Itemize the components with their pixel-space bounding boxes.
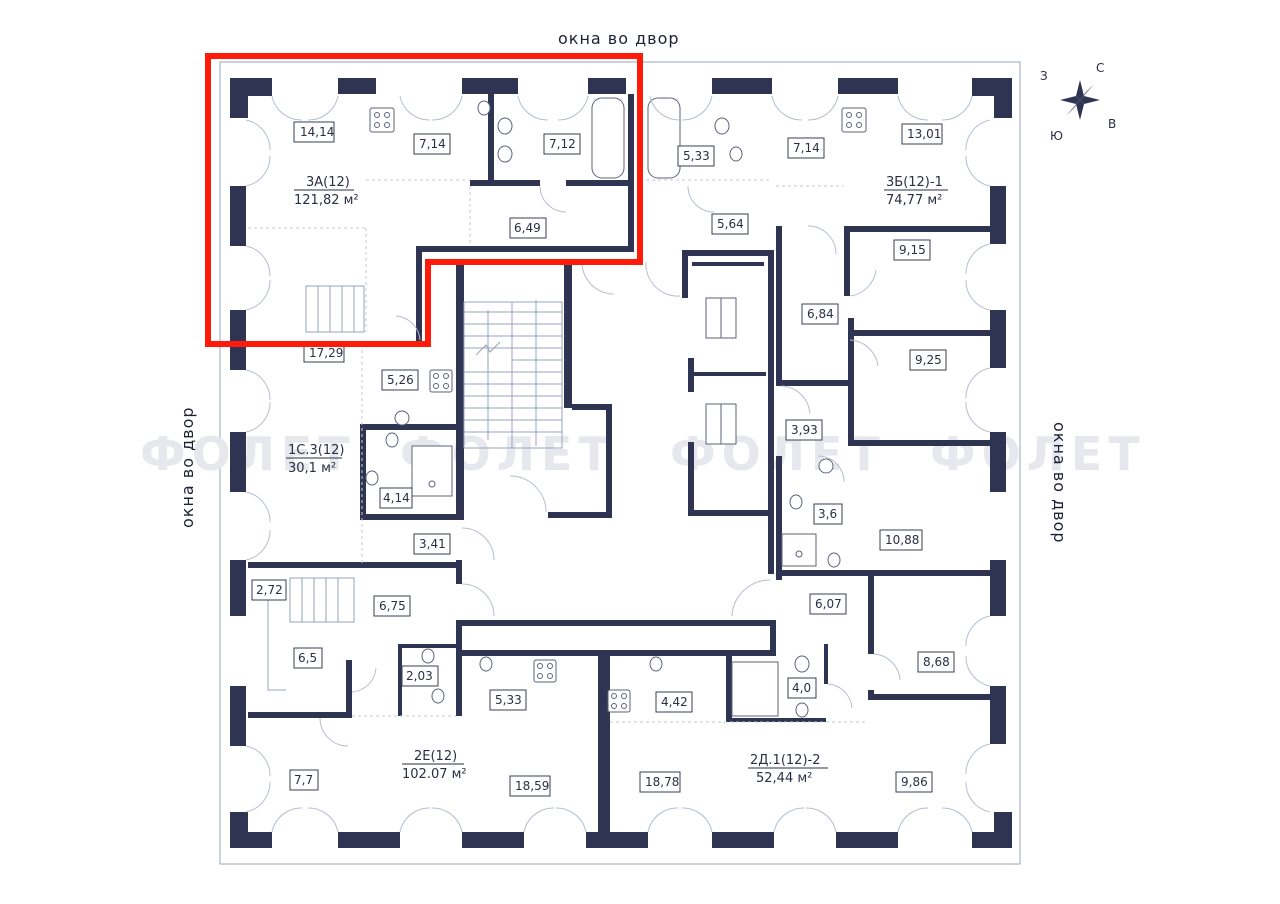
unit-area-2d1: 52,44 м² bbox=[756, 771, 812, 786]
door-arcs bbox=[245, 95, 991, 833]
unit-code-3a: 3А(12) bbox=[306, 175, 350, 190]
compass-north: С bbox=[1096, 61, 1104, 75]
room-area: 4,42 bbox=[661, 695, 688, 709]
room-area: 6,07 bbox=[815, 597, 842, 611]
room-area: 9,25 bbox=[915, 353, 942, 367]
unit-labels: 3А(12) 121,82 м² 3Б(12)-1 74,77 м² 1С.3(… bbox=[286, 175, 948, 786]
label-right-windows: окна во двор bbox=[1050, 422, 1069, 544]
compass-rose: С В Ю З bbox=[1040, 61, 1116, 143]
staircase bbox=[267, 285, 563, 691]
partitions bbox=[248, 179, 868, 723]
unit-code-2e: 2Е(12) bbox=[414, 749, 457, 764]
unit-area-3b: 74,77 м² bbox=[886, 193, 942, 208]
walls bbox=[230, 78, 1012, 848]
room-area: 6,49 bbox=[514, 221, 541, 235]
label-left-windows: окна во двор bbox=[178, 406, 197, 528]
unit-code-2d1: 2Д.1(12)-2 bbox=[750, 753, 820, 768]
room-area: 7,7 bbox=[294, 773, 313, 787]
room-area: 3,41 bbox=[419, 537, 446, 551]
room-area: 2,03 bbox=[406, 669, 433, 683]
room-area: 13,01 bbox=[907, 127, 941, 141]
watermark-right: ФОЛЕТ bbox=[930, 427, 1146, 481]
unit-area-1c3: 30,1 м² bbox=[288, 461, 336, 476]
room-area: 14,14 bbox=[300, 125, 334, 139]
room-area: 3,6 bbox=[818, 507, 837, 521]
unit-code-1c3: 1С.3(12) bbox=[288, 443, 344, 458]
room-area: 4,0 bbox=[792, 681, 811, 695]
room-area: 17,29 bbox=[309, 346, 343, 360]
room-area: 3,93 bbox=[791, 423, 818, 437]
room-area: 9,15 bbox=[899, 243, 926, 257]
room-area: 18,59 bbox=[515, 779, 549, 793]
compass-east: В bbox=[1108, 117, 1116, 131]
fixtures bbox=[365, 97, 867, 718]
unit-area-2e: 102.07 м² bbox=[402, 767, 467, 782]
room-area: 6,75 bbox=[379, 599, 406, 613]
room-area: 7,14 bbox=[793, 141, 820, 155]
room-area: 8,68 bbox=[923, 655, 950, 669]
compass-south: Ю bbox=[1050, 129, 1063, 143]
room-area: 9,86 bbox=[901, 775, 928, 789]
room-area: 5,26 bbox=[387, 373, 414, 387]
room-area: 6,84 bbox=[807, 307, 834, 321]
room-area: 18,78 bbox=[645, 775, 679, 789]
building-outline bbox=[219, 61, 1021, 865]
compass-west: З bbox=[1040, 69, 1048, 83]
room-area: 4,14 bbox=[383, 491, 410, 505]
room-area: 6,5 bbox=[298, 651, 317, 665]
unit-code-3b: 3Б(12)-1 bbox=[886, 175, 943, 190]
label-top-windows: окна во двор bbox=[558, 29, 680, 48]
unit-area-3a: 121,82 м² bbox=[294, 193, 359, 208]
room-area: 5,64 bbox=[717, 217, 744, 231]
room-area: 7,14 bbox=[419, 137, 446, 151]
room-area: 7,12 bbox=[549, 137, 576, 151]
watermark-center-right: ФОЛЕТ bbox=[670, 427, 886, 481]
room-area: 2,72 bbox=[256, 583, 283, 597]
room-area: 5,33 bbox=[683, 149, 710, 163]
elevators bbox=[705, 297, 737, 445]
room-area: 10,88 bbox=[885, 533, 919, 547]
room-labels: 14,14 7,14 7,12 6,49 5,33 5,64 7,14 13,0… bbox=[251, 121, 955, 797]
room-area: 5,33 bbox=[495, 693, 522, 707]
selected-apartment-outline bbox=[205, 53, 643, 347]
